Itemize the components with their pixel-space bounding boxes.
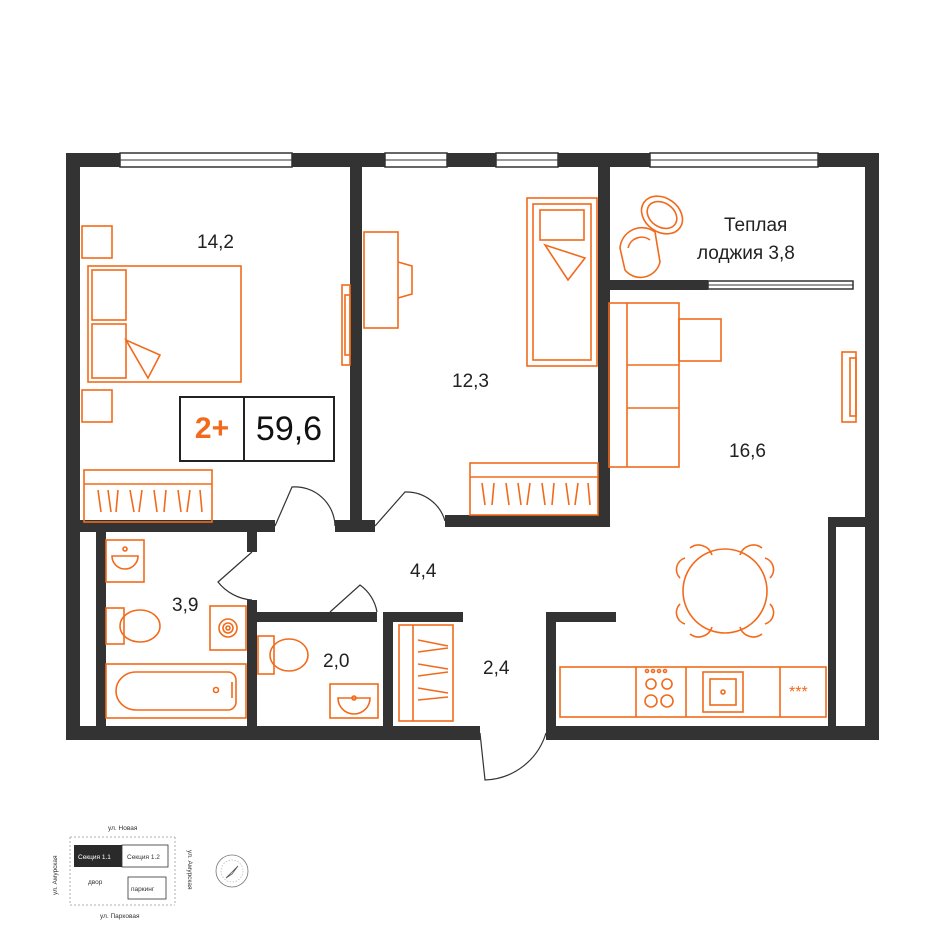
hallway-area: 4,4 (410, 561, 437, 582)
wc-furniture (257, 635, 379, 719)
loggia-label-2: лоджия 3,8 (697, 243, 795, 264)
street-east: ул. Амурская (186, 850, 193, 890)
section-other-label: Секция 1.2 (127, 854, 160, 861)
loggia-label-1: Теплая (724, 215, 787, 236)
total-area: 59,6 (255, 409, 323, 448)
apartment-badge: 2+ 59,6 (179, 396, 335, 462)
second-room-area: 12,3 (452, 371, 489, 392)
yard-label: двор (88, 879, 103, 886)
compass-icon (215, 854, 249, 888)
bathroom-furniture (105, 539, 247, 719)
wardrobe-area: 2,4 (483, 658, 510, 679)
doors (217, 486, 547, 781)
bedroom-area: 14,2 (197, 232, 234, 253)
windows (119, 152, 854, 290)
parking-label: паркинг (131, 886, 155, 893)
street-west: ул. Амурская (52, 855, 59, 895)
hob-symbol: *** (789, 684, 808, 701)
living-kitchen-area: 16,6 (729, 441, 766, 462)
wc-area: 2,0 (323, 651, 349, 672)
section-active-block (74, 845, 122, 867)
section-other-block (121, 844, 169, 868)
wardrobe-furniture (398, 624, 454, 722)
street-north: ул. Новая (108, 825, 138, 832)
site-plan: ул. Новая ул. Парковая ул. Амурская ул. … (52, 825, 249, 920)
room-labels: 14,2 12,3 Теплая лоджия 3,8 16,6 4,4 3,9… (172, 215, 808, 701)
loggia-furniture (619, 195, 684, 279)
bathroom-area: 3,9 (172, 595, 198, 616)
parking-block (127, 876, 167, 900)
living-furniture (559, 302, 857, 718)
street-south: ул. Парковая (100, 913, 140, 920)
rooms-count: 2+ (181, 398, 245, 460)
second-room-furniture (363, 197, 599, 516)
bedroom-furniture (81, 225, 351, 523)
section-active-label: Секция 1.1 (78, 854, 111, 861)
